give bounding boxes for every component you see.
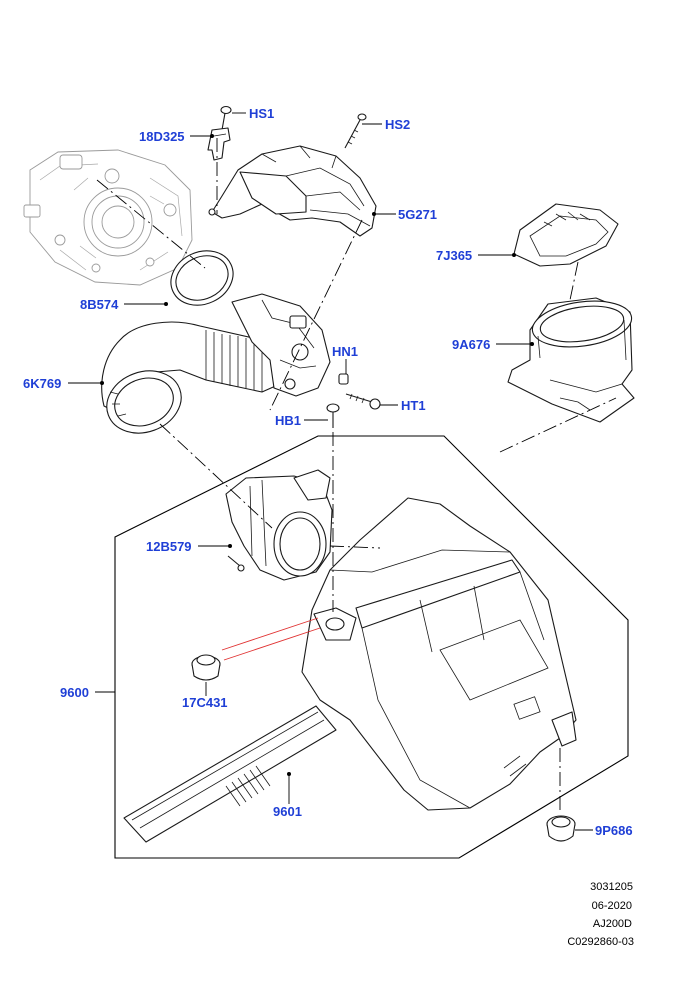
assembly-outline	[114, 435, 629, 859]
grommet-highlight-lines	[221, 617, 321, 661]
screw-hs1	[220, 105, 232, 131]
callout-9600[interactable]: 9600	[60, 685, 89, 700]
callout-8b574[interactable]: 8B574	[80, 297, 119, 312]
footer-info: 3031205 06-2020 AJ200D C0292860-03	[567, 881, 634, 948]
leader-lines	[68, 112, 593, 831]
screw-12b579	[227, 555, 245, 572]
bracket-18d325	[207, 127, 231, 161]
callout-9601[interactable]: 9601	[273, 804, 302, 819]
footer-date: 06-2020	[592, 900, 632, 912]
grommet-9p686	[546, 815, 576, 842]
filter-element-9601	[123, 705, 337, 843]
callout-17c431[interactable]: 17C431	[182, 695, 228, 710]
callout-hn1[interactable]: HN1	[332, 344, 358, 359]
callout-hs2[interactable]: HS2	[385, 117, 410, 132]
bolt-ht1	[345, 393, 381, 410]
seal-ring-8b574	[170, 250, 234, 306]
footer-model: AJ200D	[593, 918, 632, 930]
callout-9a676[interactable]: 9A676	[452, 337, 490, 352]
callout-hs1[interactable]: HS1	[249, 106, 274, 121]
nut-hn1	[338, 373, 349, 385]
footer-ref: C0292860-03	[567, 936, 634, 948]
callout-7j365[interactable]: 7J365	[436, 248, 472, 263]
callout-6k769[interactable]: 6K769	[23, 376, 61, 391]
air-cleaner-housing	[301, 497, 577, 811]
screw-hs2	[344, 113, 367, 149]
callout-hb1[interactable]: HB1	[275, 413, 301, 428]
callout-ht1[interactable]: HT1	[401, 398, 426, 413]
grommet-17c431	[191, 654, 221, 681]
callout-18d325[interactable]: 18D325	[139, 129, 185, 144]
callout-9p686[interactable]: 9P686	[595, 823, 633, 838]
resonator-cover	[208, 145, 377, 237]
footer-code: 3031205	[590, 881, 633, 893]
assembly-lines	[96, 138, 617, 814]
maf-sensor-12b579	[225, 469, 333, 581]
intake-duct-6k769	[101, 293, 331, 434]
cover-7j365	[513, 203, 619, 267]
callout-labels: HS1 HS2 18D325 5G271 7J365 8B574 9A676 H…	[23, 106, 633, 838]
bolt-hb1	[326, 403, 340, 428]
callout-12b579[interactable]: 12B579	[146, 539, 192, 554]
callout-5g271[interactable]: 5G271	[398, 207, 437, 222]
duct-9a676	[507, 297, 635, 423]
throttle-body-ghost	[23, 149, 193, 286]
